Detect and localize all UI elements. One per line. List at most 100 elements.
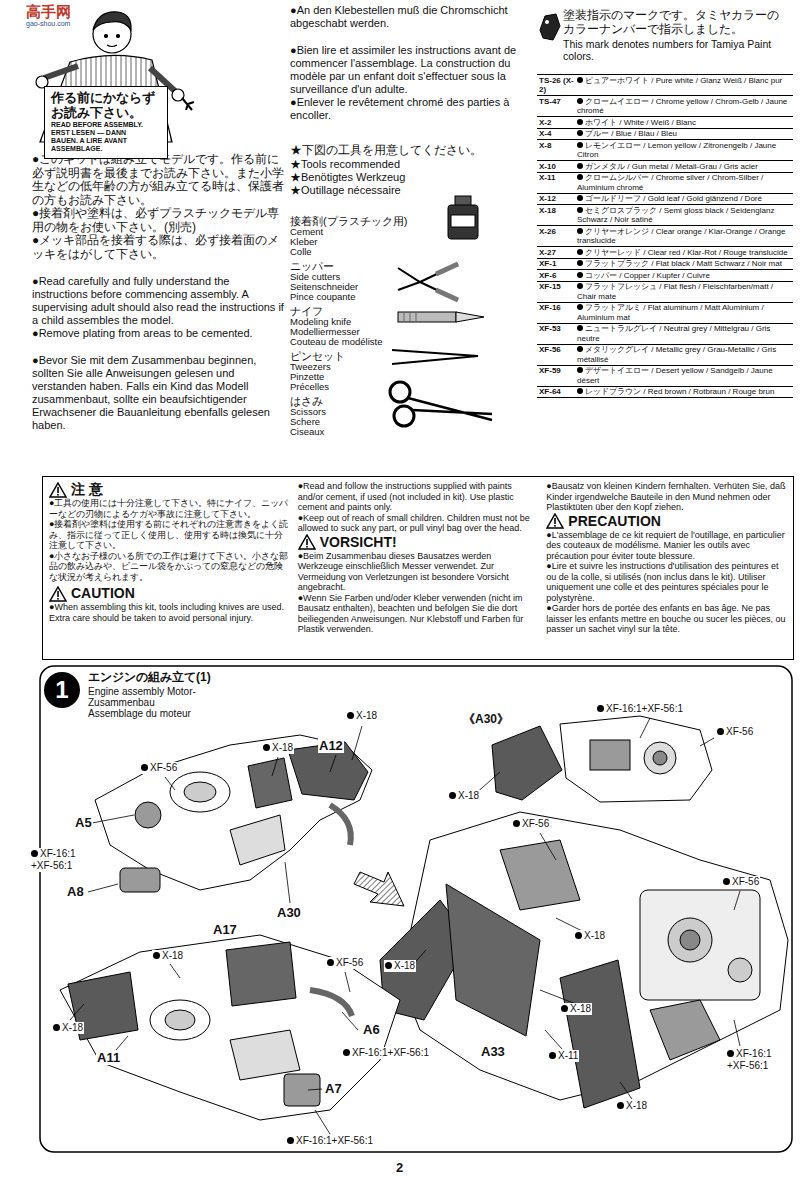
engine-assembly-c	[226, 942, 296, 1006]
paint-name: レッドブラウン / Red brown / Rotbraun / Rouge b…	[577, 387, 793, 399]
paint-mark-icon	[540, 14, 560, 40]
tool-illustrations	[456, 312, 484, 322]
tool-name: はさみ	[290, 395, 534, 407]
tool-name: ピンセット	[290, 350, 534, 362]
paint-name: フラットアルミ / Flat aluminum / Matt Aluminium…	[577, 303, 793, 324]
leader-line	[170, 964, 180, 978]
paint-code: X-10	[537, 161, 577, 173]
step-heading: Engine assembly Motor-Zusammenbau Assemb…	[88, 686, 200, 719]
paint-name: ガンメタル / Gun metal / Metall-Grau / Gris a…	[577, 161, 793, 173]
caution-text: ●工具の使用には十分注意して下さい。特にナイフ、ニッパーなどの刃物によるケガや事…	[49, 498, 290, 519]
tool-name: ナイフ	[290, 305, 534, 317]
caution-text: ●Bausatz von kleinen Kindern fernhalten.…	[546, 481, 787, 513]
part-number: A11	[96, 1050, 121, 1065]
caution-heading: VORSICHT!	[298, 534, 539, 551]
paint-code: XF-53	[537, 324, 577, 345]
mascot-figure	[44, 66, 78, 78]
paint-callout: XF-16:1 +XF-56:1	[726, 1048, 790, 1072]
leader-line	[620, 1082, 632, 1099]
paint-name: メタリックグレイ / Metallic grey / Grau-Metallic…	[577, 345, 793, 366]
engine-assembly-c	[60, 935, 400, 1120]
engine-assembly-a30-view	[492, 726, 562, 800]
engine-assembly-a	[95, 735, 372, 892]
caution-text: ●L'assemblage de ce kit requiert de l'ou…	[546, 530, 787, 562]
paint-mark-icon	[540, 14, 560, 40]
text-column: 高手网gao-shou.com	[26, 3, 116, 28]
engine-assembly-b	[728, 958, 752, 982]
caution-heading: CAUTION	[49, 585, 290, 602]
paint-callout: XF-16:1+XF-56:1	[596, 703, 684, 715]
engine-assembly-a30-view	[492, 716, 712, 802]
leader-line	[352, 726, 362, 760]
part-number: A8	[66, 884, 85, 899]
paint-code: X-11	[537, 173, 577, 194]
part-number: A7	[324, 1081, 343, 1096]
engine-assembly-c	[284, 1074, 320, 1106]
text-column: ●An den Klebestellen muß die Chromschich…	[290, 4, 534, 437]
caution-text: ●Read and follow the instructions suppli…	[298, 481, 539, 513]
paint-callout: XF-56	[716, 726, 754, 738]
paint-code: XF-15	[537, 282, 577, 303]
engine-assembly-a	[170, 772, 230, 812]
paint-code: X-4	[537, 129, 577, 141]
tool-illustrations	[390, 382, 410, 402]
paint-code: XF-59	[537, 366, 577, 387]
paint-name: ニュートラルグレイ / Neutral grey / Mittelgrau / …	[577, 324, 793, 345]
body-text: ★Benötigtes Werkzeug	[290, 171, 534, 184]
tool-illustrations	[392, 350, 478, 364]
paint-callout: X-18	[616, 1100, 648, 1112]
part-number: A30	[276, 905, 302, 920]
leader-line	[165, 777, 175, 790]
text-column: ●Bausatz von kleinen Kindern fernhalten.…	[546, 481, 787, 655]
leader-line	[92, 815, 134, 823]
body-text: ●接着剤や塗料は、必ずプラスチックモデル専用の物をお使い下さい。(別売)	[32, 207, 284, 234]
caution-text: ●接着剤や塗料は使用する前にそれぞれの注意書きをよく読み、指示に従って正しく使用…	[49, 519, 290, 551]
tool-illustrations	[398, 312, 456, 322]
body-text: ★下図の工具を用意してください。	[290, 144, 534, 158]
tool-name: Scissors Schere Ciseaux	[290, 407, 336, 437]
leader-line	[545, 1030, 562, 1049]
paint-code: XF-6	[537, 270, 577, 282]
body-text: ★Tools recommended	[290, 158, 534, 171]
paint-callout: XF-56	[512, 818, 550, 830]
caution-text: ●小さなお子様のいる所での工作は避けて下さい。小さな部品の飲み込みや、ビニール袋…	[49, 551, 290, 583]
tool-illustrations	[394, 406, 414, 426]
engine-assembly-a	[120, 868, 160, 892]
paint-code: X-2	[537, 117, 577, 129]
paint-callout: XF-16:1+XF-56:1	[286, 1135, 374, 1147]
paint-code: X-26	[537, 226, 577, 247]
page-number: 2	[395, 1160, 404, 1175]
body-text: ●Bevor Sie mit dem Zusammenbau beginnen,…	[32, 354, 284, 432]
mascot-figure	[182, 98, 194, 110]
paint-name: フラットブラック / Flat black / Matt Schwarz / N…	[577, 259, 793, 271]
paint-callout: XF-56	[326, 957, 364, 969]
tool-illustrations	[448, 205, 478, 239]
body-text: ●このキットは組み立てモデルです。作る前に必ず説明書を最後までお読み下さい。また…	[32, 153, 284, 207]
sign-text: 作る前にかならずお読み下さい。	[51, 90, 161, 120]
paint-name: ホワイト / White / Weiß / Blanc	[577, 117, 793, 129]
engine-assembly-a	[248, 758, 292, 808]
engine-assembly-c	[310, 990, 352, 1016]
caution-text: ●Garder hors de portée des enfants en ba…	[546, 603, 787, 635]
paint-callout: X-18	[52, 1022, 84, 1034]
paint-name: デザートイエロー / Desert yellow / Sandgelb / Ja…	[577, 366, 793, 387]
paint-code: XF-56	[537, 345, 577, 366]
step-panel	[40, 666, 792, 1152]
step-number-text: 1	[44, 672, 80, 708]
engine-assembly-b	[650, 1000, 720, 1060]
paint-name: コッパー / Copper / Kupfer / Cuivre	[577, 270, 793, 282]
leader-line	[315, 1110, 330, 1134]
leader-line	[70, 718, 740, 1134]
part-number: A5	[74, 815, 93, 830]
text-column: ●Read and follow the instructions suppli…	[298, 481, 539, 655]
engine-assembly-a	[135, 802, 161, 828]
leader-line	[640, 718, 650, 738]
leader-line	[734, 1020, 740, 1046]
paint-name: フラットフレッシュ / Flat flesh / Fleischfarben/m…	[577, 282, 793, 303]
tool-name: 接着剤(プラスチック用)	[290, 215, 534, 227]
paint-mark-icon	[545, 20, 549, 24]
mascot-figure	[93, 12, 131, 30]
text-column: 注 意●工具の使用には十分注意して下さい。特にナイフ、ニッパーなどの刃物によるケ…	[49, 481, 290, 655]
step-heading: エンジンの組み立て(1)	[88, 670, 211, 684]
paint-code: X-12	[537, 194, 577, 206]
